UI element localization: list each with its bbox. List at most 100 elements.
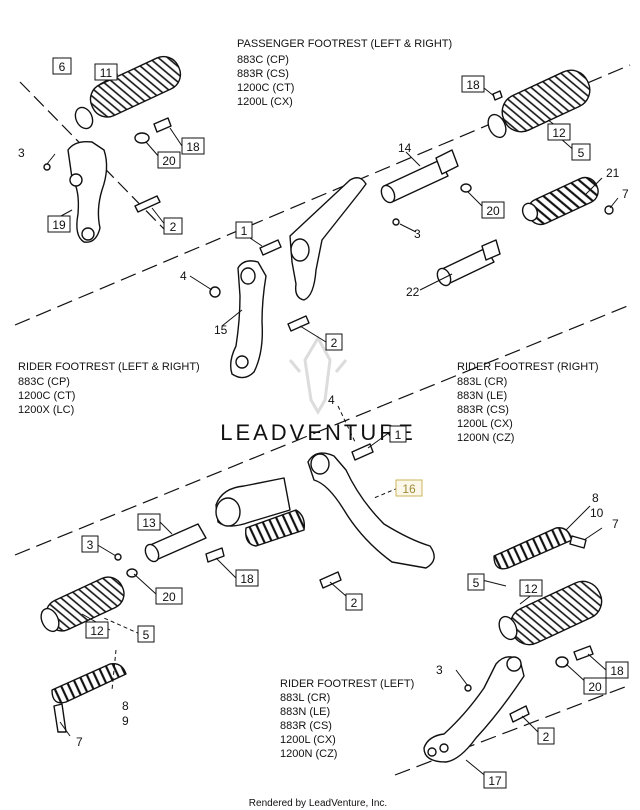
callout-20-middle[interactable]: 20 bbox=[155, 587, 183, 605]
passenger-grip-right bbox=[487, 69, 591, 139]
callout-1-middle[interactable]: 1 bbox=[389, 425, 407, 443]
rider-lr-model-3: 1200X (LC) bbox=[18, 404, 74, 416]
rider-pivot-pin-13 bbox=[114, 523, 342, 589]
svg-text:19: 19 bbox=[52, 218, 66, 232]
callout-20-top-left[interactable]: 20 bbox=[157, 151, 181, 169]
rider-right-model-2: 883N (LE) bbox=[457, 390, 507, 402]
rider-left-model-3: 883R (CS) bbox=[280, 720, 332, 732]
callout-5-top-right[interactable]: 5 bbox=[571, 143, 591, 161]
svg-text:12: 12 bbox=[90, 624, 104, 638]
rider-right-model-1: 883L (CR) bbox=[457, 376, 507, 388]
svg-text:20: 20 bbox=[162, 590, 176, 604]
callout-21[interactable]: 21 bbox=[606, 166, 620, 180]
callout-18-top-right[interactable]: 18 bbox=[461, 75, 485, 93]
callout-7-bottom-left[interactable]: 7 bbox=[76, 735, 83, 749]
callout-13[interactable]: 13 bbox=[137, 513, 161, 531]
svg-text:18: 18 bbox=[610, 664, 624, 678]
passenger-model-1: 883C (CP) bbox=[237, 54, 289, 66]
callout-15[interactable]: 15 bbox=[214, 323, 228, 337]
callout-7-top-right[interactable]: 7 bbox=[622, 187, 629, 201]
callout-12-top-right[interactable]: 12 bbox=[547, 123, 571, 141]
callout-20-top-right[interactable]: 20 bbox=[481, 201, 505, 219]
callout-4-middle[interactable]: 4 bbox=[328, 393, 335, 407]
svg-text:2: 2 bbox=[170, 220, 177, 234]
callout-19[interactable]: 19 bbox=[47, 215, 71, 233]
callout-18-top-left[interactable]: 18 bbox=[181, 137, 205, 155]
svg-text:5: 5 bbox=[143, 628, 150, 642]
callout-1-top[interactable]: 1 bbox=[235, 221, 253, 239]
callout-18-middle[interactable]: 18 bbox=[235, 569, 259, 587]
callout-3-top-left[interactable]: 3 bbox=[18, 146, 25, 160]
passenger-model-4: 1200L (CX) bbox=[237, 96, 293, 108]
passenger-hardware-left bbox=[43, 117, 172, 213]
callout-2-top-left[interactable]: 2 bbox=[163, 217, 183, 235]
callout-10[interactable]: 10 bbox=[590, 506, 604, 520]
watermark-logo-icon bbox=[288, 334, 348, 415]
rider-peg-left bbox=[51, 663, 127, 733]
passenger-title: PASSENGER FOOTREST (LEFT & RIGHT) bbox=[237, 38, 452, 50]
passenger-pivot-pin bbox=[380, 149, 472, 226]
svg-text:18: 18 bbox=[186, 140, 200, 154]
callout-8-left[interactable]: 8 bbox=[122, 699, 129, 713]
callout-22[interactable]: 22 bbox=[406, 285, 420, 299]
rider-pivot-pin-22 bbox=[436, 239, 501, 287]
callout-2-middle[interactable]: 2 bbox=[345, 593, 363, 611]
callout-4-top[interactable]: 4 bbox=[180, 269, 187, 283]
svg-text:18: 18 bbox=[240, 572, 254, 586]
svg-text:12: 12 bbox=[524, 582, 538, 596]
callout-5-right[interactable]: 5 bbox=[467, 573, 485, 591]
passenger-model-3: 1200C (CT) bbox=[237, 82, 294, 94]
watermark-text: LEADVENTURE bbox=[220, 420, 416, 445]
callout-9[interactable]: 9 bbox=[122, 714, 129, 728]
passenger-mount-arm bbox=[289, 177, 367, 301]
rider-left-title: RIDER FOOTREST (LEFT) bbox=[280, 678, 414, 690]
callout-7-right[interactable]: 7 bbox=[612, 517, 619, 531]
rider-peg-right bbox=[493, 527, 587, 570]
svg-text:13: 13 bbox=[142, 516, 156, 530]
parts bbox=[40, 55, 614, 763]
svg-text:2: 2 bbox=[543, 730, 550, 744]
svg-text:20: 20 bbox=[162, 154, 176, 168]
svg-text:17: 17 bbox=[488, 774, 502, 788]
rider-left-model-4: 1200L (CX) bbox=[280, 734, 336, 746]
section-passenger: PASSENGER FOOTREST (LEFT & RIGHT) 883C (… bbox=[237, 38, 452, 108]
callout-12-right[interactable]: 12 bbox=[519, 579, 543, 597]
section-rider-left: RIDER FOOTREST (LEFT) 883L (CR) 883N (LE… bbox=[280, 678, 414, 760]
rider-lr-model-1: 883C (CP) bbox=[18, 376, 70, 388]
callout-8-right[interactable]: 8 bbox=[592, 491, 599, 505]
rider-left-model-2: 883N (LE) bbox=[280, 706, 330, 718]
callout-3-bottom[interactable]: 3 bbox=[436, 663, 443, 677]
footer-credit: Rendered by LeadVenture, Inc. bbox=[249, 798, 387, 809]
callout-2-bottom-right[interactable]: 2 bbox=[537, 727, 555, 745]
rider-footrest-16 bbox=[215, 443, 435, 569]
callout-3-top-center[interactable]: 3 bbox=[414, 227, 421, 241]
passenger-model-2: 883R (CS) bbox=[237, 68, 289, 80]
callout-20-bottom-right[interactable]: 20 bbox=[583, 677, 607, 695]
passenger-bracket-left bbox=[67, 140, 108, 243]
svg-text:5: 5 bbox=[578, 146, 585, 160]
callout-18-bottom-right[interactable]: 18 bbox=[605, 661, 629, 679]
rider-left-model-1: 883L (CR) bbox=[280, 692, 330, 704]
svg-text:1: 1 bbox=[241, 224, 248, 238]
svg-text:2: 2 bbox=[331, 336, 338, 350]
divider-line-3 bbox=[394, 684, 631, 776]
callout-14[interactable]: 14 bbox=[398, 141, 412, 155]
callout-16-highlighted[interactable]: 16 bbox=[395, 479, 423, 497]
callout-3-middle-left[interactable]: 3 bbox=[81, 535, 99, 553]
svg-text:3: 3 bbox=[87, 538, 94, 552]
svg-text:12: 12 bbox=[552, 126, 566, 140]
rider-right-model-5: 1200N (CZ) bbox=[457, 432, 514, 444]
callout-12-middle-left[interactable]: 12 bbox=[85, 621, 109, 639]
callout-2-center[interactable]: 2 bbox=[325, 333, 343, 351]
callout-11[interactable]: 11 bbox=[94, 63, 118, 81]
rider-bracket-17 bbox=[423, 645, 594, 763]
svg-text:11: 11 bbox=[100, 66, 113, 80]
passenger-grip-left bbox=[74, 55, 182, 130]
callout-6[interactable]: 6 bbox=[52, 57, 72, 75]
svg-text:18: 18 bbox=[466, 78, 480, 92]
divider-line-2 bbox=[14, 304, 631, 556]
svg-text:6: 6 bbox=[59, 60, 66, 74]
callout-17[interactable]: 17 bbox=[483, 771, 507, 789]
callout-5-middle-left[interactable]: 5 bbox=[137, 625, 155, 643]
